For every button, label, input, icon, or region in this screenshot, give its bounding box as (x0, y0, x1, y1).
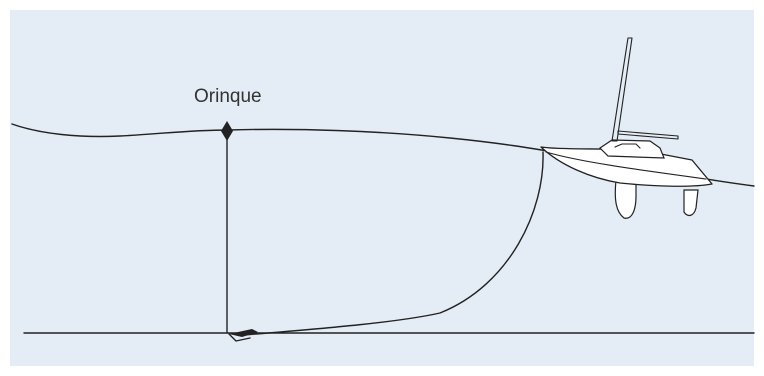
anchor-shape (228, 329, 258, 342)
anchor-rode (243, 151, 544, 336)
buoy-marker (221, 121, 233, 141)
sailboat-icon (540, 37, 713, 219)
buoy-label: Orinque (194, 86, 262, 107)
